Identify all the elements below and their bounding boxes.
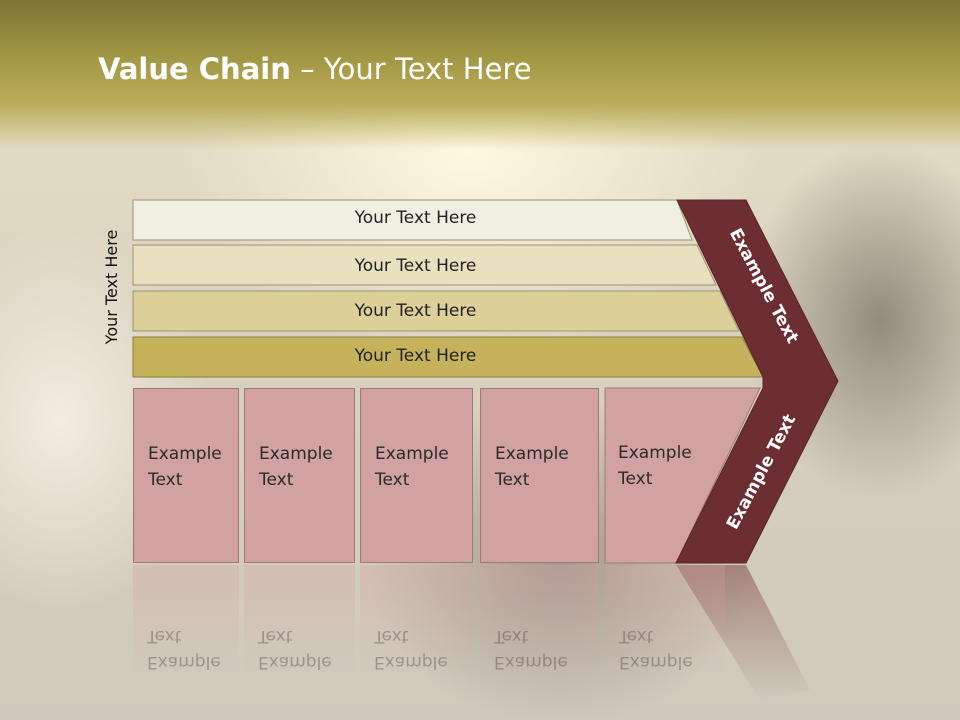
box-2-reflection-text: Example Text [258, 626, 332, 672]
side-label: Your Text Here [102, 229, 121, 345]
title-rest: – Your Text Here [290, 52, 532, 86]
box-3-reflection: Example Text [360, 565, 473, 685]
bar-2[interactable] [132, 244, 717, 286]
box-4-label: Example Text [495, 444, 569, 490]
bar-4-label: Your Text Here [354, 346, 477, 366]
slide-title: Value Chain – Your Text Here [98, 52, 532, 86]
box-2[interactable]: Example Text [244, 388, 355, 563]
box-4-reflection-text: Example Text [494, 626, 568, 672]
box-2-label: Example Text [259, 444, 333, 490]
box-1-reflection: Example Text [133, 565, 239, 685]
bar-1-label: Your Text Here [354, 208, 477, 228]
bar-2-label: Your Text Here [354, 256, 477, 276]
box-3[interactable]: Example Text [360, 388, 473, 563]
bar-3[interactable] [132, 290, 740, 332]
box-5-reflection-text: Example Text [619, 626, 693, 672]
box-3-label: Example Text [375, 444, 449, 490]
box-3-reflection-text: Example Text [374, 626, 448, 672]
chevron-arrow[interactable] [675, 199, 839, 564]
bar-3-label: Your Text Here [354, 301, 477, 321]
box-1-label: Example Text [148, 444, 222, 490]
chevron-reflection [676, 565, 810, 700]
header-band [0, 0, 960, 150]
box-1[interactable]: Example Text [133, 388, 239, 563]
box-1-reflection-text: Example Text [147, 626, 221, 672]
box-4-reflection: Example Text [480, 565, 599, 685]
box-5-reflection: Example Text [605, 565, 725, 685]
box-5-label: Example Text [618, 443, 692, 489]
box-4[interactable]: Example Text [480, 388, 599, 563]
bar-1[interactable] [132, 199, 693, 241]
box-2-reflection: Example Text [244, 565, 355, 685]
title-bold: Value Chain [98, 52, 291, 86]
